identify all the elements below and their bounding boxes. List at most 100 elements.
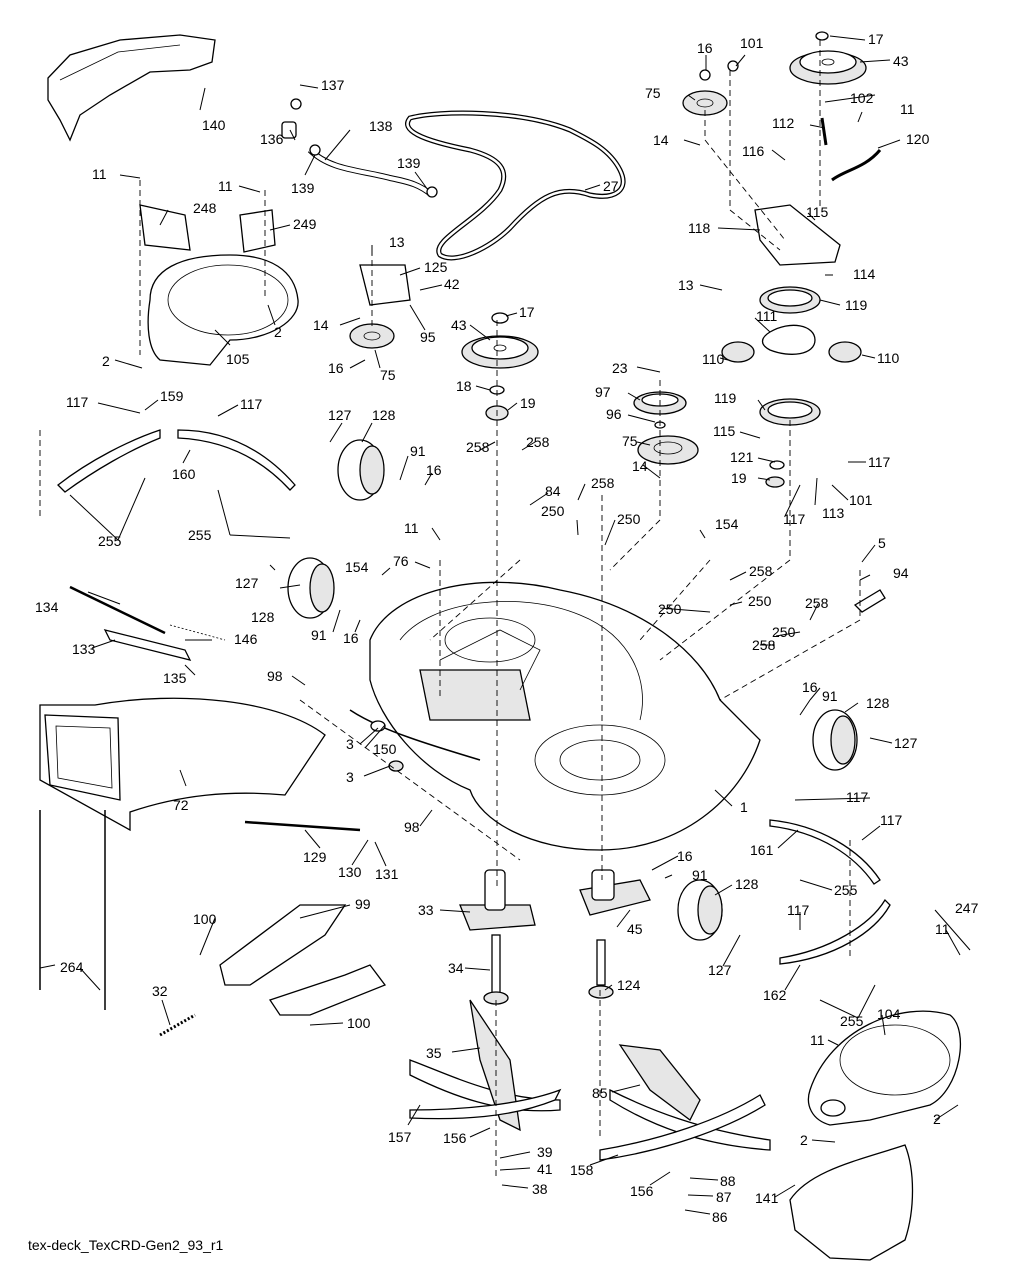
label-128-c: 128 (866, 695, 890, 711)
part-33-spindle (459, 904, 536, 931)
label-258-b: 258 (526, 434, 550, 450)
label-127-c: 127 (894, 735, 918, 751)
label-16-b: 16 (328, 360, 344, 376)
label-137: 137 (321, 77, 345, 93)
label-258-e: 258 (805, 595, 829, 611)
label-110-b: 110 (877, 350, 900, 366)
label-16-e: 16 (802, 679, 818, 695)
label-11-e: 11 (935, 921, 950, 937)
label-85: 85 (592, 1085, 608, 1101)
label-135: 135 (163, 670, 187, 686)
part-110-gear-b (828, 341, 862, 363)
label-128-a: 128 (372, 407, 396, 423)
label-130: 130 (338, 864, 362, 880)
label-101-a: 101 (740, 35, 764, 51)
label-16-a: 16 (697, 40, 713, 56)
part-75-pulley (349, 323, 395, 349)
label-95: 95 (420, 329, 436, 345)
label-117-g: 117 (787, 902, 810, 918)
label-119-b: 119 (714, 390, 737, 406)
label-258-f: 258 (752, 637, 776, 653)
label-264: 264 (60, 959, 84, 975)
label-121: 121 (730, 449, 754, 465)
label-100-b: 100 (347, 1015, 371, 1031)
part-110-gear (721, 341, 755, 363)
diagram-footer-caption: tex-deck_TexCRD-Gen2_93_r1 (28, 1237, 224, 1253)
label-250-c: 250 (658, 601, 682, 617)
label-96: 96 (606, 406, 622, 422)
label-139-b: 139 (397, 155, 421, 171)
part-161-rail (769, 819, 881, 885)
label-150: 150 (373, 741, 397, 757)
label-14-b: 14 (313, 317, 329, 333)
label-139-a: 139 (291, 180, 315, 196)
label-2-c: 2 (800, 1132, 808, 1148)
part-85-blade (609, 1088, 771, 1151)
label-32: 32 (152, 983, 168, 999)
label-118: 118 (688, 220, 711, 236)
part-45-spindle (579, 879, 651, 916)
label-76: 76 (393, 553, 409, 569)
label-255-d: 255 (840, 1013, 864, 1029)
label-117-e: 117 (846, 789, 869, 805)
label-11-f: 11 (810, 1032, 825, 1048)
part-124-shaft (596, 939, 606, 986)
label-5: 5 (878, 535, 886, 551)
label-258-d: 258 (749, 563, 773, 579)
label-94: 94 (893, 565, 909, 581)
part-118-plate (754, 204, 841, 266)
label-131: 131 (375, 866, 399, 882)
label-141: 141 (755, 1190, 779, 1206)
label-115-a: 115 (806, 204, 829, 220)
label-154-a: 154 (715, 516, 739, 532)
label-11-a: 11 (900, 101, 915, 117)
label-255-b: 255 (188, 527, 212, 543)
label-91-a: 91 (410, 443, 426, 459)
part-75-pulley-c (637, 435, 699, 465)
part-125-bracket (359, 264, 411, 306)
label-75-b: 75 (380, 367, 396, 383)
label-117-b: 117 (240, 396, 263, 412)
label-35: 35 (426, 1045, 442, 1061)
label-38: 38 (532, 1181, 548, 1197)
part-140-cover (47, 34, 216, 142)
label-91-b: 91 (311, 627, 327, 643)
part-35-blade (409, 1059, 561, 1112)
label-75-a: 75 (645, 85, 661, 101)
part-248-plate (139, 204, 191, 251)
label-1: 1 (740, 799, 748, 815)
part-94-bracket (853, 589, 886, 613)
label-112: 112 (772, 115, 795, 131)
label-146: 146 (234, 631, 258, 647)
label-134: 134 (35, 599, 59, 615)
part-1-mower-deck (369, 581, 761, 851)
label-140: 140 (202, 117, 226, 133)
label-11-c: 11 (218, 178, 233, 194)
label-19-b: 19 (731, 470, 747, 486)
label-110-a: 110 (702, 351, 725, 367)
label-14-c: 14 (632, 458, 648, 474)
label-13-b: 13 (678, 277, 694, 293)
label-19-a: 19 (520, 395, 536, 411)
label-91-d: 91 (692, 867, 708, 883)
part-34-shaft (491, 934, 501, 996)
label-43-b: 43 (451, 317, 467, 333)
label-3-b: 3 (346, 769, 354, 785)
label-115-b: 115 (713, 423, 736, 439)
label-117-c: 117 (868, 454, 891, 470)
label-11-d: 11 (404, 520, 419, 536)
label-154-b: 154 (345, 559, 369, 575)
label-250-e: 250 (772, 624, 796, 640)
label-3-a: 3 (346, 736, 354, 752)
label-117-f: 117 (880, 812, 903, 828)
label-258-c: 258 (591, 475, 615, 491)
part-104-belt-cover (807, 1010, 962, 1126)
label-111: 111 (756, 308, 777, 324)
label-161: 161 (750, 842, 774, 858)
label-2-b: 2 (102, 353, 110, 369)
label-120: 120 (906, 131, 930, 147)
label-99: 99 (355, 896, 371, 912)
label-255-c: 255 (834, 882, 858, 898)
part-111-gasket (761, 324, 816, 355)
